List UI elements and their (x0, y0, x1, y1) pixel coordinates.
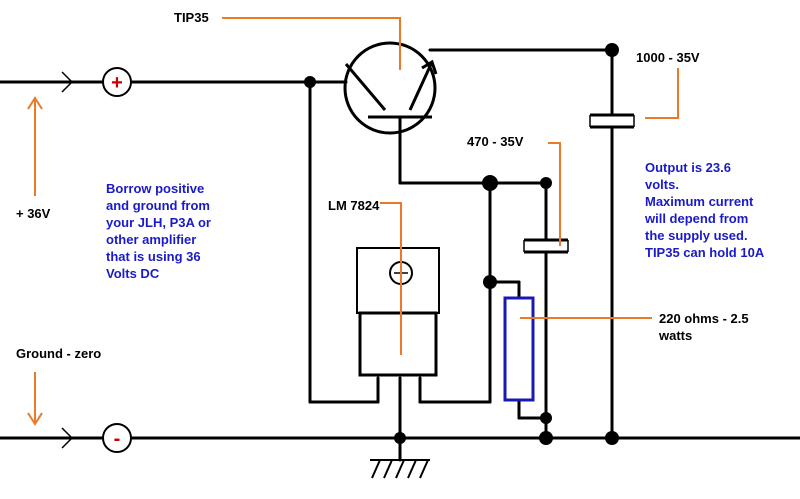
minus-terminal: - (102, 423, 132, 453)
junction-dots (304, 43, 619, 445)
svg-text:will depend from: will depend from (644, 211, 748, 226)
label-resistor: 220 ohms - 2.5 (659, 311, 749, 326)
transistor-symbol (343, 41, 437, 135)
arrow-icon (61, 71, 74, 449)
svg-text:-: - (114, 428, 121, 450)
svg-text:TIP35 can hold 10A: TIP35 can hold 10A (645, 245, 765, 260)
svg-text:Output is 23.6: Output is 23.6 (645, 160, 731, 175)
label-plus36: + 36V (16, 206, 51, 221)
svg-text:Borrow positive: Borrow positive (106, 181, 204, 196)
note-output: Output is 23.6 volts. Maximum current wi… (644, 160, 765, 260)
svg-text:and ground from: and ground from (106, 198, 210, 213)
resistor-220 (503, 296, 535, 402)
svg-text:volts.: volts. (645, 177, 679, 192)
capacitor-470 (523, 238, 569, 254)
wires (0, 48, 800, 462)
label-tip35: TIP35 (174, 10, 209, 25)
svg-text:that is using 36: that is using 36 (106, 249, 201, 264)
svg-text:+: + (111, 72, 123, 94)
regulator-lm7824 (356, 247, 440, 377)
ground-icon (370, 459, 430, 479)
leader-lines (222, 17, 679, 355)
plus-terminal: + (102, 67, 132, 97)
label-cap1000: 1000 - 35V (636, 50, 700, 65)
svg-text:Maximum current: Maximum current (645, 194, 754, 209)
note-borrow: Borrow positive and ground from your JLH… (106, 181, 211, 281)
capacitor-1000 (589, 113, 635, 129)
svg-text:your JLH, P3A or: your JLH, P3A or (106, 215, 211, 230)
label-resistor-2: watts (658, 328, 692, 343)
svg-text:the supply used.: the supply used. (645, 228, 748, 243)
label-ground: Ground - zero (16, 346, 101, 361)
arrow-icon (421, 59, 438, 75)
arrow-icon (27, 96, 43, 426)
svg-text:Volts DC: Volts DC (106, 266, 160, 281)
svg-text:other amplifier: other amplifier (106, 232, 196, 247)
label-lm7824: LM 7824 (328, 198, 380, 213)
label-cap470: 470 - 35V (467, 134, 524, 149)
